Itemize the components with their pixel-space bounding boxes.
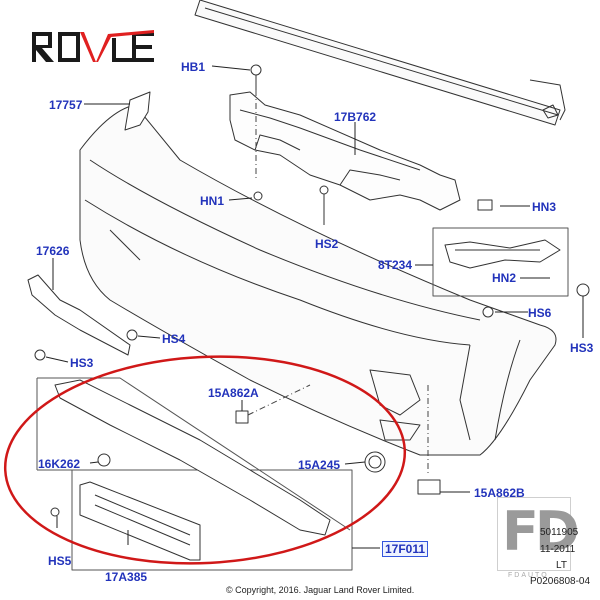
watermark-subtext: FDAUTO (508, 572, 549, 579)
part-label-HS5[interactable]: HS5 (48, 554, 72, 568)
plate-17A385 (79, 481, 201, 561)
part-label-HS3-left[interactable]: HS3 (70, 356, 94, 370)
part-label-HB1[interactable]: HB1 (181, 60, 206, 74)
part-label-16K262[interactable]: 16K262 (38, 457, 81, 471)
part-label-17757[interactable]: 17757 (49, 98, 83, 112)
part-label-HN2[interactable]: HN2 (492, 271, 517, 285)
bracket-8T234 (432, 227, 569, 297)
leader-lines (45, 65, 584, 549)
drawing-id: P0206808-04 (530, 576, 591, 587)
bumper-cover (79, 104, 557, 456)
ref-code-side: LT (556, 560, 567, 571)
part-label-8T234[interactable]: 8T234 (378, 258, 413, 272)
reinforcement-beam (194, 0, 566, 126)
watermark-logo: FD (502, 500, 580, 563)
alignment-lines (247, 90, 429, 475)
fasteners (34, 64, 590, 517)
part-label-15A862A[interactable]: 15A862A (208, 386, 259, 400)
part-label-17626[interactable]: 17626 (36, 244, 70, 258)
part-label-HS6[interactable]: HS6 (528, 306, 552, 320)
part-label-HS2[interactable]: HS2 (315, 237, 339, 251)
part-label-15A245[interactable]: 15A245 (298, 458, 341, 472)
watermark-frame (497, 497, 571, 571)
undertray-17F011 (54, 379, 331, 536)
rovce-logo (32, 30, 154, 62)
part-label-17F011-selected[interactable]: 17F011 (382, 541, 429, 557)
highlight-ellipse (3, 355, 407, 565)
part-label-17B762[interactable]: 17B762 (334, 110, 377, 124)
part-label-HS3-right[interactable]: HS3 (570, 341, 594, 355)
part-label-17A385[interactable]: 17A385 (105, 570, 148, 584)
bracket-17B762 (229, 91, 461, 211)
part-label-HN1[interactable]: HN1 (200, 194, 225, 208)
part-label-HS4[interactable]: HS4 (162, 332, 186, 346)
copyright-notice: © Copyright, 2016. Jaguar Land Rover Lim… (226, 585, 415, 595)
bracket-17757 (124, 91, 151, 131)
strip-17626 (27, 274, 131, 356)
part-label-15A862B[interactable]: 15A862B (474, 486, 525, 500)
ref-code-date: 11-2011 (540, 544, 576, 555)
part-label-HN3[interactable]: HN3 (532, 200, 557, 214)
ref-code-part: 5011905 (540, 527, 579, 538)
